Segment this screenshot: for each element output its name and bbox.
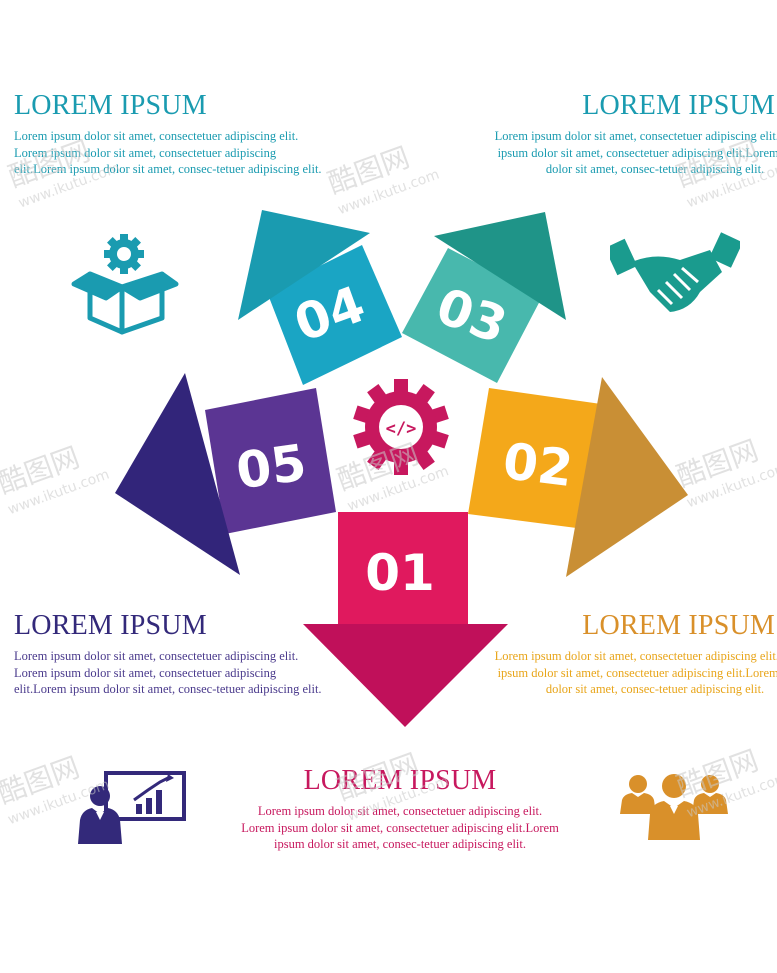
svg-text:</>: </> bbox=[386, 419, 417, 439]
arrow-02: 02 bbox=[468, 377, 688, 577]
block-title: LOREM IPSUM bbox=[582, 90, 775, 121]
arrow-01-head bbox=[303, 624, 508, 727]
team-icon bbox=[620, 774, 728, 840]
arrow-03: 03 bbox=[402, 212, 566, 383]
presenter-chart-icon bbox=[78, 771, 186, 844]
text-block-top-left: LOREM IPSUM Lorem ipsum dolor sit amet, … bbox=[14, 90, 324, 178]
handshake-icon bbox=[610, 232, 740, 312]
arrow-05: 05 bbox=[115, 373, 336, 575]
arrow-04-body bbox=[267, 245, 402, 385]
arrow-04-head bbox=[238, 210, 370, 320]
arrow-05-body bbox=[205, 388, 336, 534]
arrow-03-head bbox=[434, 212, 566, 320]
block-text: Lorem ipsum dolor sit amet, consectetuer… bbox=[14, 649, 322, 696]
block-title: LOREM IPSUM bbox=[14, 610, 207, 641]
arrow-02-body bbox=[468, 388, 608, 530]
text-block-top-right: LOREM IPSUM Lorem ipsum dolor sit amet, … bbox=[490, 90, 777, 178]
text-block-bottom: LOREM IPSUM Lorem ipsum dolor sit amet, … bbox=[240, 765, 560, 853]
arrow-02-head bbox=[566, 377, 688, 577]
block-text: Lorem ipsum dolor sit amet, consectetuer… bbox=[241, 804, 559, 851]
arrow-05-head bbox=[115, 373, 240, 575]
block-title: LOREM IPSUM bbox=[582, 610, 775, 641]
block-title: LOREM IPSUM bbox=[14, 90, 207, 121]
arrow-01: 01 bbox=[303, 512, 508, 727]
block-text: Lorem ipsum dolor sit amet, consectetuer… bbox=[14, 129, 322, 176]
arrow-01-label: 01 bbox=[365, 544, 435, 602]
arrow-02-label: 02 bbox=[500, 432, 576, 498]
code-gear-icon: </> bbox=[353, 379, 449, 475]
text-block-mid-left: LOREM IPSUM Lorem ipsum dolor sit amet, … bbox=[14, 610, 324, 698]
arrow-05-label: 05 bbox=[233, 433, 310, 500]
box-gear-icon bbox=[71, 234, 179, 335]
block-title: LOREM IPSUM bbox=[303, 765, 497, 796]
arrow-04: 04 bbox=[238, 210, 402, 385]
block-text: Lorem ipsum dolor sit amet, consectetuer… bbox=[494, 129, 777, 176]
block-text: Lorem ipsum dolor sit amet, consectetuer… bbox=[494, 649, 777, 696]
text-block-mid-right: LOREM IPSUM Lorem ipsum dolor sit amet, … bbox=[490, 610, 777, 698]
arrow-01-body bbox=[338, 512, 468, 624]
